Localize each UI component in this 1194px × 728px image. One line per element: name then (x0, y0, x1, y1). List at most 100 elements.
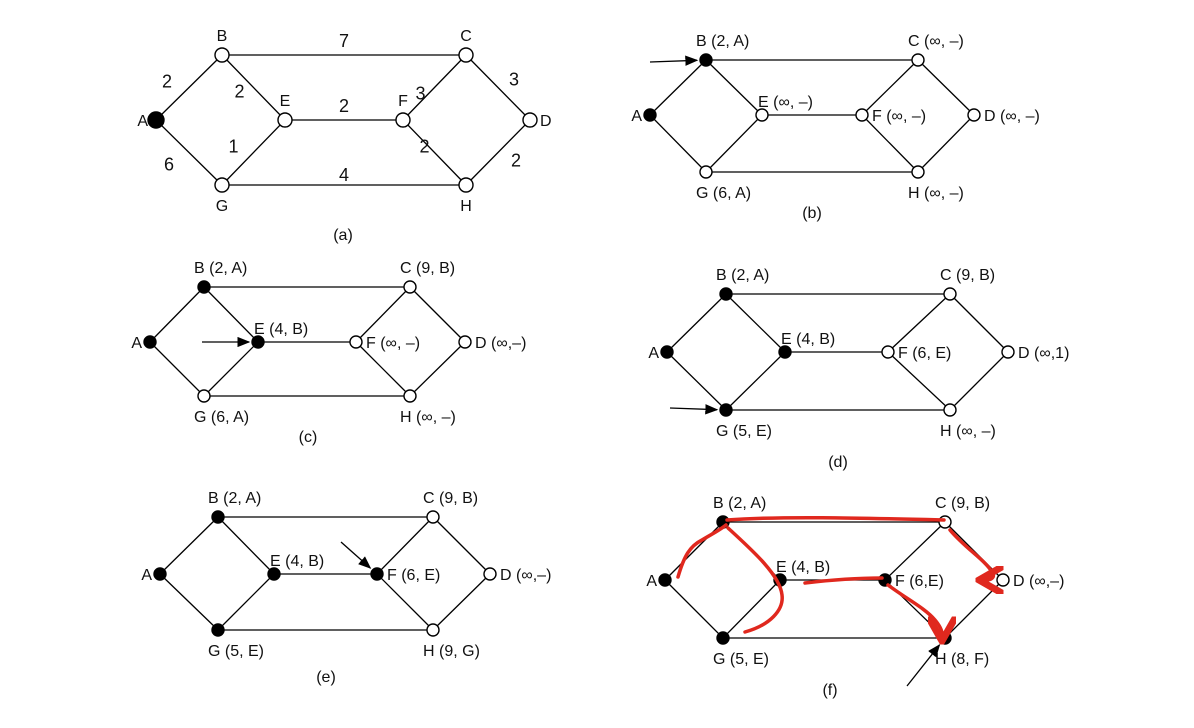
node-C (911, 53, 925, 67)
node-A (143, 335, 157, 349)
graph-panel-f: AB (2, A)C (9, B)D (∞,–)E (4, B)F (6,E)G… (646, 495, 1064, 699)
node-H (403, 389, 417, 403)
edge-G-E (221, 119, 286, 186)
edge-A-G (155, 119, 223, 186)
node-label-C: C (∞, –) (908, 33, 964, 50)
node-label-C: C (9, B) (940, 267, 995, 284)
node-label-G: G (5, E) (716, 423, 772, 440)
node-E (267, 567, 281, 581)
panel-caption: (b) (802, 205, 822, 222)
edge-G-E (203, 341, 259, 397)
edge-B-E (725, 293, 786, 353)
node-label-H: H (8, F) (935, 651, 989, 668)
edge-F-C (887, 293, 951, 353)
edge-F-H (861, 114, 919, 173)
edge-H-D (432, 573, 491, 631)
node-G (211, 623, 225, 637)
edge-weight: 2 (339, 96, 349, 116)
graph-panel-c: AB (2, A)C (9, B)D (∞,–)E (4, B)F (∞, –)… (131, 260, 526, 446)
node-B (699, 53, 713, 67)
edge-A-G (664, 579, 724, 639)
edge-weight: 2 (419, 137, 429, 157)
edge-A-B (159, 516, 219, 575)
edge-weight: 2 (511, 151, 521, 171)
node-label-F: F (∞, –) (872, 108, 926, 125)
edge-F-H (402, 119, 467, 186)
node-label-A: A (648, 345, 659, 362)
edge-G-E (722, 579, 781, 639)
edge-weight: 2 (234, 82, 244, 102)
node-label-C: C (460, 28, 472, 45)
node-H (911, 165, 925, 179)
edge-F-C (402, 54, 467, 121)
node-label-B: B (2, A) (713, 495, 766, 512)
node-label-D: D (∞,–) (500, 567, 551, 584)
node-label-B: B (217, 28, 228, 45)
annotation-c-d (948, 528, 993, 580)
node-label-D: D (∞,1) (1018, 345, 1069, 362)
node-label-G: G (6, A) (696, 185, 751, 202)
node-label-E: E (280, 93, 291, 110)
node-label-B: B (2, A) (716, 267, 769, 284)
edge-F-C (355, 286, 411, 343)
edge-G-E (705, 114, 763, 173)
node-label-A: A (646, 573, 657, 590)
edge-A-G (666, 351, 727, 411)
edge-weight: 3 (509, 70, 519, 90)
node-label-F: F (6, E) (387, 567, 440, 584)
node-label-H: H (∞, –) (400, 409, 456, 426)
edge-weight: 1 (228, 137, 238, 157)
node-C (426, 510, 440, 524)
edge-F-H (376, 573, 434, 631)
node-E (755, 108, 769, 122)
node-D (1001, 345, 1015, 359)
node-F (881, 345, 895, 359)
node-label-G: G (6, A) (194, 409, 249, 426)
node-A (153, 567, 167, 581)
edge-H-D (949, 351, 1009, 411)
node-A (643, 108, 657, 122)
node-G (214, 177, 230, 193)
node-label-D: D (540, 113, 552, 130)
node-G (719, 403, 733, 417)
edge-C-D (409, 286, 466, 343)
node-label-H: H (460, 198, 472, 215)
node-label-F: F (6, E) (898, 345, 951, 362)
node-B (214, 47, 230, 63)
node-label-B: B (2, A) (696, 33, 749, 50)
edge-G-E (725, 351, 786, 411)
graph-panel-d: AB (2, A)C (9, B)D (∞,1)E (4, B)F (6, E)… (648, 267, 1069, 471)
node-label-D: D (∞, –) (984, 108, 1040, 125)
node-F (370, 567, 384, 581)
node-G (716, 631, 730, 645)
current-node-arrow-icon (340, 541, 372, 569)
node-D (996, 573, 1010, 587)
node-label-H: H (9, G) (423, 643, 480, 660)
node-D (967, 108, 981, 122)
node-label-F: F (398, 93, 408, 110)
node-B (197, 280, 211, 294)
edge-F-H (887, 351, 951, 411)
node-label-H: H (∞, –) (940, 423, 996, 440)
node-label-A: A (131, 335, 142, 352)
node-label-C: C (9, B) (423, 490, 478, 507)
node-label-B: B (2, A) (194, 260, 247, 277)
edge-A-G (159, 573, 219, 631)
panel-caption: (e) (316, 669, 336, 686)
node-D (483, 567, 497, 581)
panel-caption: (d) (828, 454, 848, 471)
node-label-F: F (6,E) (895, 573, 944, 590)
node-label-E: E (∞, –) (758, 94, 813, 111)
edge-F-H (355, 341, 411, 397)
edge-A-G (649, 114, 707, 173)
node-A (660, 345, 674, 359)
node-E (778, 345, 792, 359)
node-C (458, 47, 474, 63)
node-label-D: D (∞,–) (1013, 573, 1064, 590)
edge-C-D (432, 516, 491, 575)
node-label-B: B (2, A) (208, 490, 261, 507)
edge-A-B (666, 293, 727, 353)
edge-weight: 7 (339, 31, 349, 51)
node-label-G: G (5, E) (713, 651, 769, 668)
node-label-E: E (4, B) (776, 559, 830, 576)
